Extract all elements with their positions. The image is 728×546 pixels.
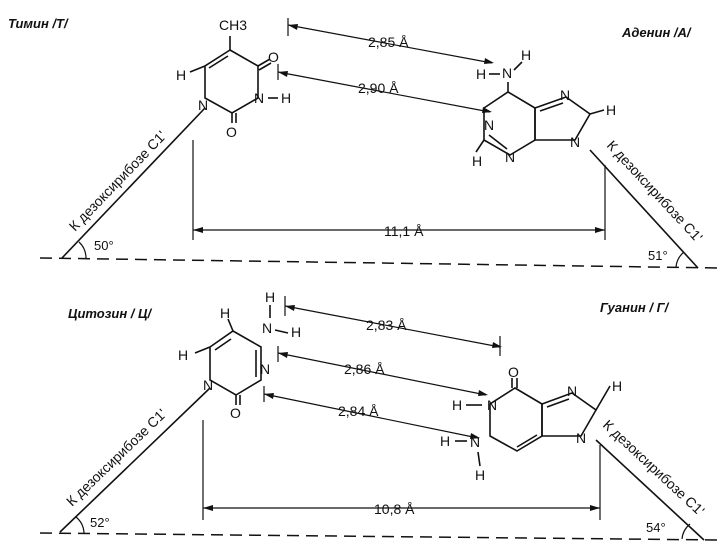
adenine-five-ring xyxy=(534,96,592,141)
sugar-bonds-top: 50° 51° К дезоксирибозе С1' К дезоксириб… xyxy=(39,107,721,269)
adenine-molecule: N H H N N H N N H xyxy=(472,47,616,169)
guanine-h1: H xyxy=(452,397,462,413)
guanine-n9: N xyxy=(576,430,586,446)
guanine-o6: O xyxy=(508,364,519,380)
adenine-h8: H xyxy=(606,102,616,118)
adenine-h6a: H xyxy=(476,66,486,82)
adenine-h2: H xyxy=(472,153,482,169)
thymine-sugar-label: К дезоксирибозе С1' xyxy=(66,128,170,235)
guanine-h2b: H xyxy=(475,467,485,483)
distance-2-90: 2,90 Å xyxy=(358,80,399,96)
distance-2-85: 2,85 Å xyxy=(368,34,409,50)
guanine-five-ring xyxy=(541,392,598,437)
distance-2-86: 2,86 Å xyxy=(344,361,385,377)
adenine-n9: N xyxy=(570,134,580,150)
thymine-h6: H xyxy=(176,67,186,83)
distance-2-83: 2,83 Å xyxy=(366,317,407,333)
thymine-ring xyxy=(204,49,259,114)
hbond-distances-top: 2,85 Å 2,90 Å xyxy=(277,18,494,113)
adenine-h6b: H xyxy=(521,47,531,63)
guanine-angle: 54° xyxy=(646,520,666,535)
adenine-angle: 51° xyxy=(648,248,668,263)
adenine-n1: N xyxy=(484,117,494,133)
cytosine-h4a: H xyxy=(265,289,275,305)
sugar-bonds-bottom: 52° 54° К дезоксирибозе С1' К дезоксириб… xyxy=(39,387,721,541)
thymine-n1: N xyxy=(198,97,208,113)
thymine-molecule: CH3 H O N H O N xyxy=(176,17,291,140)
thymine-adenine-pair: Тимин /Т/ Аденин /А/ CH3 H O N H O N xyxy=(8,16,721,269)
cytosine-ring xyxy=(209,330,262,396)
c1-distance-bottom: 10,8 Å xyxy=(202,420,601,520)
cytosine-molecule: H H N H H N O N xyxy=(178,289,301,421)
cytosine-h6: H xyxy=(178,347,188,363)
cytosine-h4b: H xyxy=(291,324,301,340)
distance-2-84: 2,84 Å xyxy=(338,403,379,419)
cytosine-n4: N xyxy=(262,320,272,336)
cytosine-n1: N xyxy=(203,377,213,393)
thymine-o2: O xyxy=(226,124,237,140)
c1-distance-11-1: 11,1 Å xyxy=(384,223,424,239)
cytosine-sugar-label: К дезоксирибозе С1' xyxy=(63,406,170,510)
guanine-sugar-label: К дезоксирибозе С1' xyxy=(600,416,708,518)
cytosine-guanine-pair: Цитозин / Ц/ Гуанин / Г/ H H N H H N O N xyxy=(39,289,721,541)
guanine-h2a: H xyxy=(440,433,450,449)
cytosine-o2: O xyxy=(230,405,241,421)
cytosine-h5: H xyxy=(220,305,230,321)
guanine-molecule: O N H N H H N N H xyxy=(440,364,622,483)
thymine-angle: 50° xyxy=(94,238,114,253)
hbond-distances-bottom: 2,83 Å 2,86 Å 2,84 Å xyxy=(263,296,502,439)
cytosine-title: Цитозин / Ц/ xyxy=(68,306,152,321)
adenine-title: Аденин /А/ xyxy=(621,25,692,40)
adenine-n3: N xyxy=(505,149,515,165)
adenine-n7: N xyxy=(560,87,570,103)
guanine-h8: H xyxy=(612,378,622,394)
c1-distance-10-8: 10,8 Å xyxy=(374,501,415,517)
methyl-label: CH3 xyxy=(219,17,247,33)
adenine-n6: N xyxy=(502,65,512,81)
thymine-title: Тимин /Т/ xyxy=(8,16,69,31)
guanine-title: Гуанин / Г/ xyxy=(600,300,670,315)
guanine-n7: N xyxy=(567,383,577,399)
c1-distance-top: 11,1 Å xyxy=(192,140,606,240)
guanine-n1: N xyxy=(487,397,497,413)
thymine-n3: N xyxy=(254,90,264,106)
guanine-six-ring xyxy=(489,387,543,452)
adenine-sugar-label: К дезоксирибозе С1' xyxy=(604,137,706,245)
guanine-n2: N xyxy=(470,434,480,450)
thymine-o4: O xyxy=(268,49,279,65)
cytosine-angle: 52° xyxy=(90,515,110,530)
cytosine-n3: N xyxy=(260,361,270,377)
thymine-h3: H xyxy=(281,90,291,106)
